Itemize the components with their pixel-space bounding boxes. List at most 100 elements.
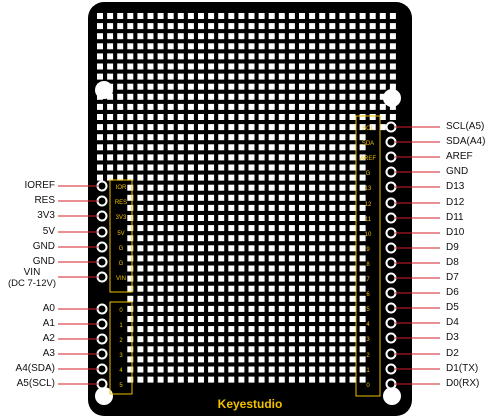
pad	[268, 255, 275, 262]
pin-label: IOREF	[24, 180, 55, 191]
pad	[198, 174, 204, 181]
pad	[339, 356, 346, 363]
pad	[339, 245, 346, 252]
pad	[369, 114, 376, 120]
pad	[359, 93, 366, 100]
pad	[278, 93, 285, 100]
pad	[319, 265, 326, 272]
pad	[127, 255, 134, 262]
pad	[359, 316, 366, 322]
pad	[258, 164, 265, 171]
pad	[238, 376, 245, 383]
pad	[117, 63, 124, 70]
pad	[208, 295, 215, 302]
pad	[208, 285, 215, 292]
pad	[228, 376, 235, 383]
pad	[228, 23, 235, 30]
pad	[97, 174, 103, 181]
pad	[309, 194, 316, 201]
pin-label: SCL(A5)	[446, 121, 485, 132]
pad	[359, 53, 366, 60]
pad	[258, 275, 265, 282]
pad	[198, 305, 204, 312]
pad	[167, 23, 174, 30]
pad	[238, 204, 245, 211]
pad	[329, 174, 336, 181]
pad	[127, 215, 134, 221]
pad	[187, 23, 194, 30]
pad	[248, 144, 255, 151]
pad	[167, 265, 174, 272]
pad	[147, 114, 154, 120]
pad	[248, 316, 255, 322]
pad	[319, 154, 326, 161]
pad	[349, 43, 356, 50]
pad	[319, 83, 326, 90]
pad	[147, 103, 154, 110]
pad	[389, 33, 396, 40]
pad	[117, 164, 124, 171]
pad	[329, 366, 336, 373]
pad	[278, 184, 285, 191]
pad	[309, 376, 316, 383]
pad	[258, 204, 265, 211]
silkscreen-label: 6	[366, 292, 370, 298]
pad	[238, 295, 245, 302]
pad	[359, 225, 366, 232]
pad	[198, 356, 204, 363]
pin-label: A5(SCL)	[16, 378, 55, 389]
pad	[329, 103, 336, 110]
pad	[349, 305, 356, 312]
pad	[349, 356, 356, 363]
pad	[329, 53, 336, 60]
pad	[137, 245, 144, 252]
pad	[248, 305, 255, 312]
pad	[208, 13, 215, 19]
pad	[198, 53, 204, 60]
pad	[278, 103, 285, 110]
pad	[268, 285, 275, 292]
pad	[228, 174, 235, 181]
pad	[127, 336, 134, 343]
pad	[339, 346, 346, 353]
pad	[258, 305, 265, 312]
pad	[268, 225, 275, 232]
pad	[97, 154, 103, 161]
pad	[187, 225, 194, 232]
pad	[238, 194, 245, 201]
pad	[177, 245, 184, 252]
pad	[299, 336, 305, 343]
pad	[208, 366, 215, 373]
pad	[228, 93, 235, 100]
pad	[329, 285, 336, 292]
pad	[339, 204, 346, 211]
pad	[349, 23, 356, 30]
pad	[177, 356, 184, 363]
pad	[329, 356, 336, 363]
pad	[157, 285, 164, 292]
pad	[258, 83, 265, 90]
pad	[268, 366, 275, 373]
pad	[349, 225, 356, 232]
pad	[299, 43, 305, 50]
pad	[309, 235, 316, 242]
pad	[299, 53, 305, 60]
header-pin	[96, 333, 108, 345]
pad	[309, 13, 316, 19]
pad	[299, 346, 305, 353]
pad	[288, 225, 295, 232]
header-pin	[385, 378, 397, 390]
pad	[228, 255, 235, 262]
pad	[268, 73, 275, 80]
pad	[137, 336, 144, 343]
pad	[268, 275, 275, 282]
pad	[309, 144, 316, 151]
pad	[288, 305, 295, 312]
pad	[349, 13, 356, 19]
pin-label: VIN(DC 7-12V)	[8, 267, 56, 289]
pin-label: SDA(A4)	[446, 136, 486, 147]
pad	[147, 285, 154, 292]
pad	[177, 204, 184, 211]
pad	[187, 53, 194, 60]
pad	[288, 326, 295, 333]
